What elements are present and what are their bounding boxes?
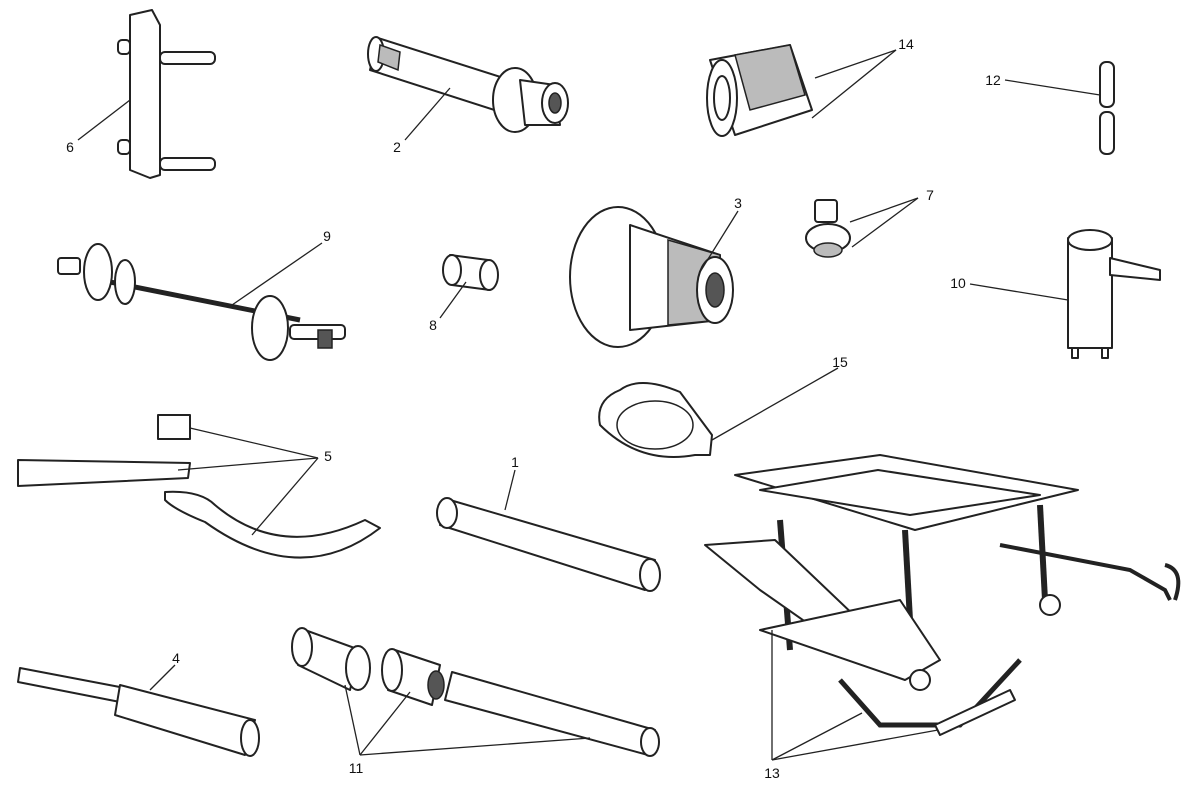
callout-1: 1 <box>511 454 519 470</box>
tool-6-plate-with-pins <box>117 9 216 179</box>
callout-labels: 6 2 14 12 9 8 3 7 10 15 5 1 4 11 13 <box>66 36 1001 781</box>
callout-6: 6 <box>66 139 74 155</box>
callout-9: 9 <box>323 228 331 244</box>
tool-7-adapter <box>805 199 851 258</box>
callout-4: 4 <box>172 650 180 666</box>
tool-11-bushing-set <box>291 627 660 757</box>
callout-7: 7 <box>926 187 934 203</box>
tool-12-pin <box>1099 61 1115 155</box>
callout-3: 3 <box>734 195 742 211</box>
callout-2: 2 <box>393 139 401 155</box>
callout-15: 15 <box>832 354 848 370</box>
tool-5-spanner-set <box>17 414 381 559</box>
tool-15-ring-spanner <box>598 381 713 458</box>
callout-8: 8 <box>429 317 437 333</box>
tool-9-bearing-puller <box>57 243 346 361</box>
callout-14: 14 <box>898 36 914 52</box>
leader-lines <box>77 49 1101 761</box>
callout-13: 13 <box>764 765 780 781</box>
callout-10: 10 <box>950 275 966 291</box>
tool-4-drift <box>17 667 260 757</box>
tool-1-shaft <box>436 497 661 592</box>
tool-10-cylinder-wrench <box>1067 229 1161 359</box>
tool-2-bushing-driver <box>367 36 569 133</box>
callout-11: 11 <box>349 760 364 776</box>
tool-13-lift-stand <box>704 454 1181 736</box>
tool-8-sleeve <box>442 254 499 291</box>
callout-5: 5 <box>324 448 332 464</box>
callout-12: 12 <box>985 72 1001 88</box>
tool-14-split-collar <box>706 44 813 137</box>
tool-3-threaded-flange <box>569 206 734 348</box>
